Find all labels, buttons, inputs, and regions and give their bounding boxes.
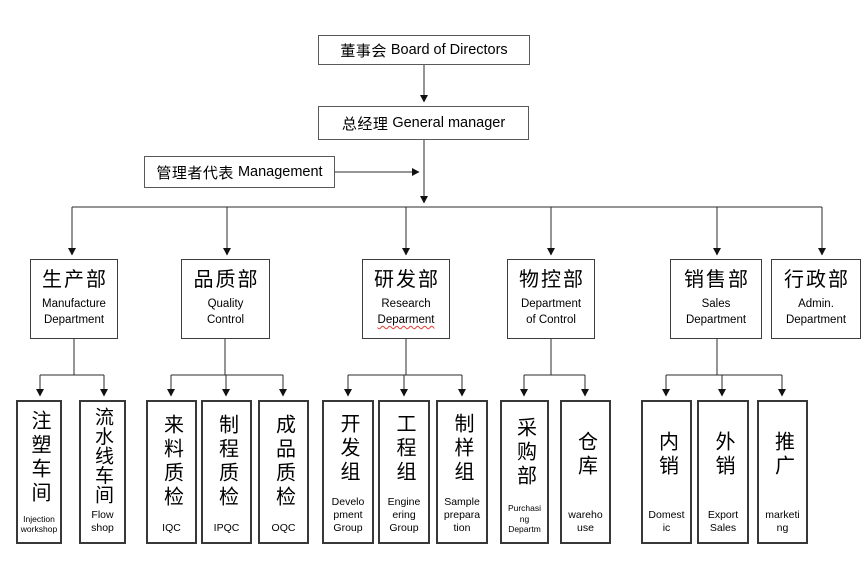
dept-admin: 行政部 Admin. Department: [771, 259, 861, 339]
unit-flow-shop-zh: 流水线车间: [92, 406, 113, 505]
mgmt-zh-label: 管理者代表: [156, 164, 234, 182]
dept-manufacture-en-line2: Department: [43, 314, 105, 327]
unit-ipqc-zh-wrap: 制程质检: [203, 402, 250, 522]
unit-domestic-sales: 内销 Domest ic: [641, 400, 692, 544]
unit-export-sales-en: Export Sales: [707, 508, 739, 534]
unit-flow-shop-zh-wrap: 流水线车间: [81, 402, 124, 509]
unit-marketing-zh-wrap: 推广: [759, 402, 806, 509]
unit-domestic-sales-zh: 内销: [655, 431, 678, 480]
board-en-label: Board of Directors: [390, 42, 508, 58]
connector-sales-children: [662, 339, 786, 397]
dept-manufacture: 生产部 Manufacture Department: [30, 259, 118, 339]
dept-admin-zh: 行政部: [784, 269, 850, 291]
unit-export-sales-zh-wrap: 外销: [699, 402, 747, 509]
unit-warehouse-en: wareho use: [568, 508, 603, 534]
unit-engineering-group-zh: 工程组: [393, 412, 415, 485]
unit-ipqc-en: IPQC: [213, 521, 240, 534]
unit-flow-shop-en: Flow shop: [91, 508, 114, 534]
unit-sample-preparation-zh: 制样组: [451, 412, 473, 485]
unit-warehouse: 仓库 wareho use: [560, 400, 611, 544]
connector-main-rail: [68, 206, 826, 256]
unit-iqc-zh-wrap: 来料质检: [148, 402, 195, 522]
unit-development-group-zh: 开发组: [337, 412, 359, 485]
unit-marketing-zh: 推广: [771, 431, 794, 480]
unit-iqc-zh: 来料质检: [160, 413, 183, 510]
unit-export-sales-zh: 外销: [712, 431, 734, 480]
unit-export-sales: 外销 Export Sales: [697, 400, 749, 544]
dept-admin-en: Admin. Department: [786, 296, 846, 328]
unit-purchasing-zh: 采购部: [513, 416, 536, 489]
dept-material-control-en: Department of Control: [521, 296, 581, 328]
unit-marketing: 推广 marketi ng: [757, 400, 808, 544]
node-general-manager: 总经理 General manager: [318, 106, 529, 140]
dept-quality-en-line2: Control: [206, 314, 245, 327]
unit-marketing-en: marketi ng: [765, 508, 800, 534]
dept-admin-en-line2: Department: [785, 314, 847, 327]
unit-domestic-sales-en: Domest ic: [648, 508, 685, 534]
unit-engineering-group-zh-wrap: 工程组: [380, 402, 428, 496]
dept-material-control-en-line2: of Control: [526, 314, 576, 327]
node-management-rep: 管理者代表 Management: [144, 156, 335, 188]
unit-engineering-group: 工程组 Engine ering Group: [378, 400, 430, 544]
unit-purchasing-en: Purchasi ng Departm: [507, 503, 542, 535]
unit-sample-preparation: 制样组 Sample prepara tion: [436, 400, 488, 544]
dept-material-control-en-line1: Department: [520, 298, 582, 310]
gm-zh-label: 总经理: [341, 115, 389, 133]
unit-sample-preparation-zh-wrap: 制样组: [438, 402, 486, 496]
unit-iqc-en: IQC: [162, 521, 181, 534]
connector-research-children: [344, 339, 466, 397]
dept-quality-en: Quality Control: [207, 296, 244, 328]
unit-oqc-zh-wrap: 成品质检: [260, 402, 307, 522]
unit-development-group-en: Develo pment Group: [331, 495, 365, 534]
unit-oqc-zh: 成品质检: [272, 413, 295, 510]
unit-ipqc-zh: 制程质检: [215, 413, 238, 510]
connector-quality-children: [167, 339, 287, 397]
dept-sales-en-line2: Department: [685, 314, 747, 327]
dept-quality-en-line1: Quality: [207, 298, 244, 310]
dept-quality: 品质部 Quality Control: [181, 259, 270, 339]
unit-injection-workshop-zh: 注塑车间: [28, 409, 50, 506]
dept-research: 研发部 Research Deparment: [362, 259, 450, 339]
dept-sales: 销售部 Sales Department: [670, 259, 762, 339]
dept-research-en-line2-misspelled: Deparment: [377, 314, 435, 327]
unit-development-group-zh-wrap: 开发组: [324, 402, 372, 496]
unit-oqc-en: OQC: [271, 521, 296, 534]
dept-material-control: 物控部 Department of Control: [507, 259, 595, 339]
dept-research-en: Research Deparment: [378, 296, 435, 328]
dept-manufacture-zh: 生产部: [42, 269, 108, 291]
unit-ipqc: 制程质检 IPQC: [201, 400, 252, 544]
unit-sample-preparation-en: Sample prepara tion: [443, 495, 481, 534]
unit-flow-shop: 流水线车间 Flow shop: [79, 400, 126, 544]
dept-research-en-line1: Research: [381, 298, 431, 310]
dept-sales-zh: 销售部: [684, 269, 750, 291]
unit-injection-workshop: 注塑车间 Injection workshop: [16, 400, 62, 544]
dept-manufacture-en-line1: Manufacture: [42, 298, 106, 310]
unit-oqc: 成品质检 OQC: [258, 400, 309, 544]
unit-warehouse-zh: 仓库: [574, 431, 597, 480]
dept-material-control-zh: 物控部: [519, 269, 585, 291]
unit-purchasing-zh-wrap: 采购部: [502, 402, 547, 503]
dept-sales-en: Sales Department: [686, 296, 746, 328]
unit-development-group: 开发组 Develo pment Group: [322, 400, 374, 544]
dept-admin-en-line1: Admin.: [798, 298, 834, 310]
unit-injection-workshop-en: Injection workshop: [20, 513, 58, 535]
node-board-of-directors: 董事会 Board of Directors: [318, 35, 530, 65]
dept-sales-en-line1: Sales: [701, 298, 731, 310]
unit-purchasing: 采购部 Purchasi ng Departm: [500, 400, 549, 544]
unit-engineering-group-en: Engine ering Group: [387, 495, 421, 534]
unit-warehouse-zh-wrap: 仓库: [562, 402, 609, 509]
unit-iqc: 来料质检 IQC: [146, 400, 197, 544]
unit-injection-workshop-zh-wrap: 注塑车间: [18, 402, 60, 514]
dept-manufacture-en: Manufacture Department: [42, 296, 106, 328]
connector-control-children: [520, 339, 589, 397]
connector-manufacture-children: [36, 339, 108, 397]
dept-research-zh: 研发部: [374, 269, 440, 291]
gm-en-label: General manager: [392, 115, 506, 131]
unit-domestic-sales-zh-wrap: 内销: [643, 402, 690, 509]
board-zh-label: 董事会: [340, 42, 387, 60]
dept-quality-zh: 品质部: [193, 269, 260, 291]
mgmt-en-label: Management: [237, 164, 323, 180]
